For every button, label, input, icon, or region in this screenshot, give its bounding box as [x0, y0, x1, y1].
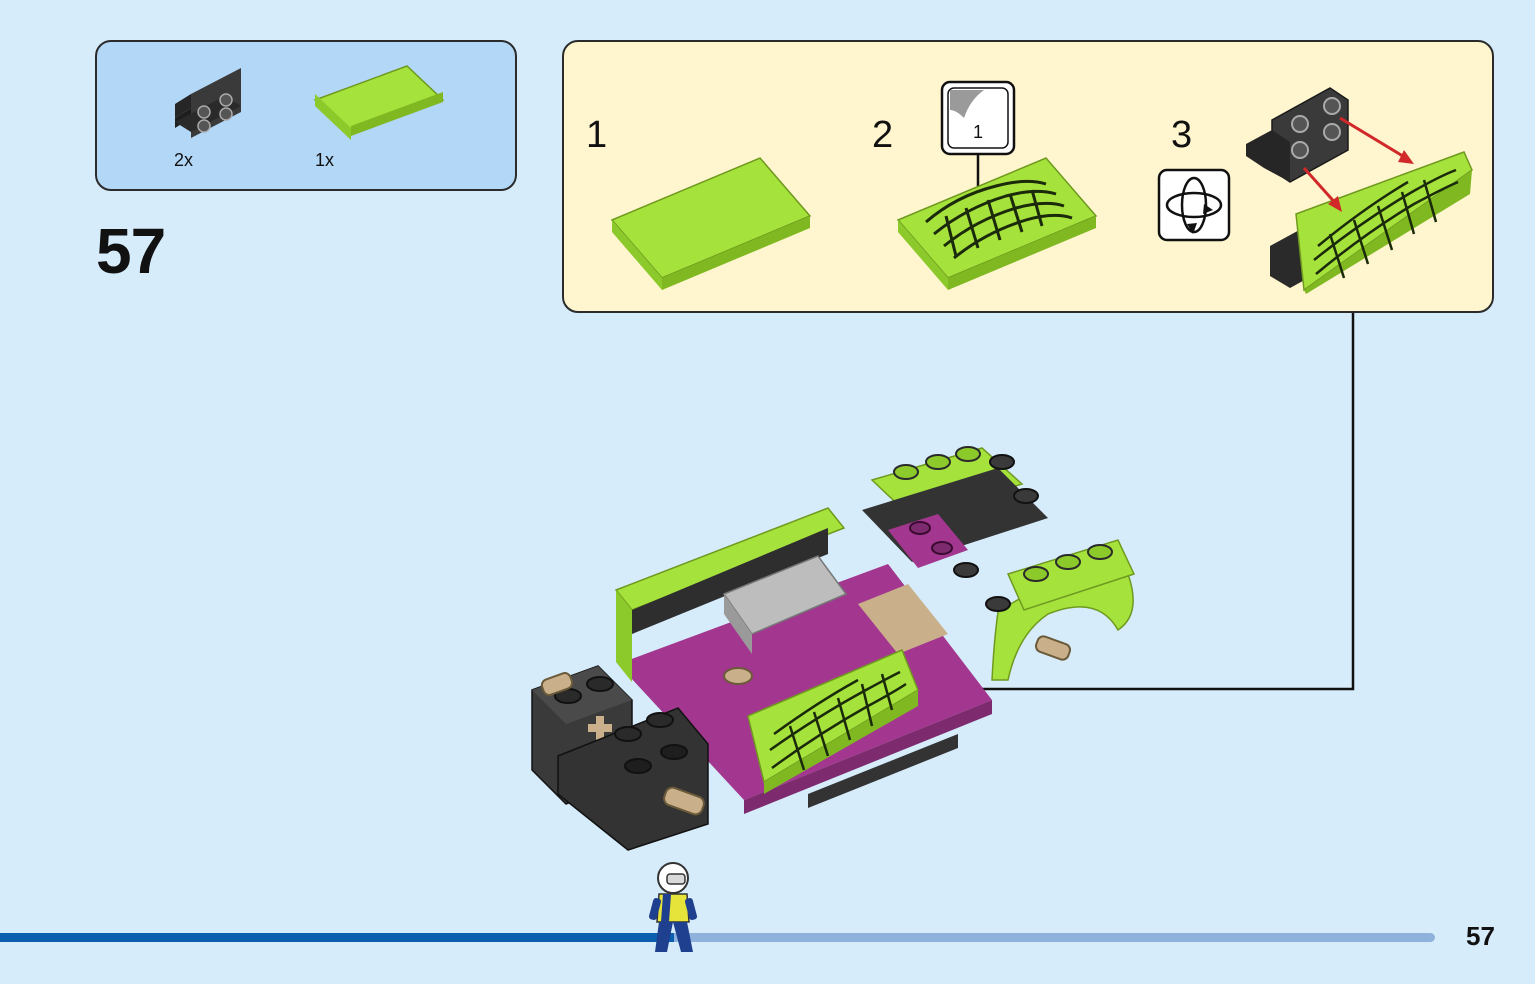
stickered-slope-icon	[896, 157, 1098, 290]
lime-curved-slope-icon	[610, 157, 812, 290]
substep-label: 1	[586, 114, 608, 156]
sticker-callout-icon	[940, 80, 1016, 190]
car-model-illustration	[531, 446, 1136, 851]
black-angle-bracket-icon	[175, 68, 241, 138]
lime-curved-slope-icon	[313, 65, 445, 140]
parts-list-box: 2x 1x	[95, 40, 517, 191]
bracket-assembly-icon	[1246, 87, 1473, 294]
substep-label: 2	[872, 114, 894, 156]
substep-label: 3	[1171, 114, 1193, 156]
progress-bar-fill	[0, 933, 675, 942]
subassembly-box: 1 2 1 3	[562, 40, 1494, 313]
part-quantity: 1x	[315, 150, 335, 170]
step-number: 57	[96, 215, 166, 287]
sticker-number: 1	[973, 122, 984, 142]
page-number: 57	[1466, 921, 1495, 951]
rotate-model-icon	[1157, 168, 1231, 242]
part-quantity: 2x	[174, 150, 194, 170]
minifigure-progress-icon	[649, 862, 698, 952]
progress-bar	[0, 933, 1435, 942]
